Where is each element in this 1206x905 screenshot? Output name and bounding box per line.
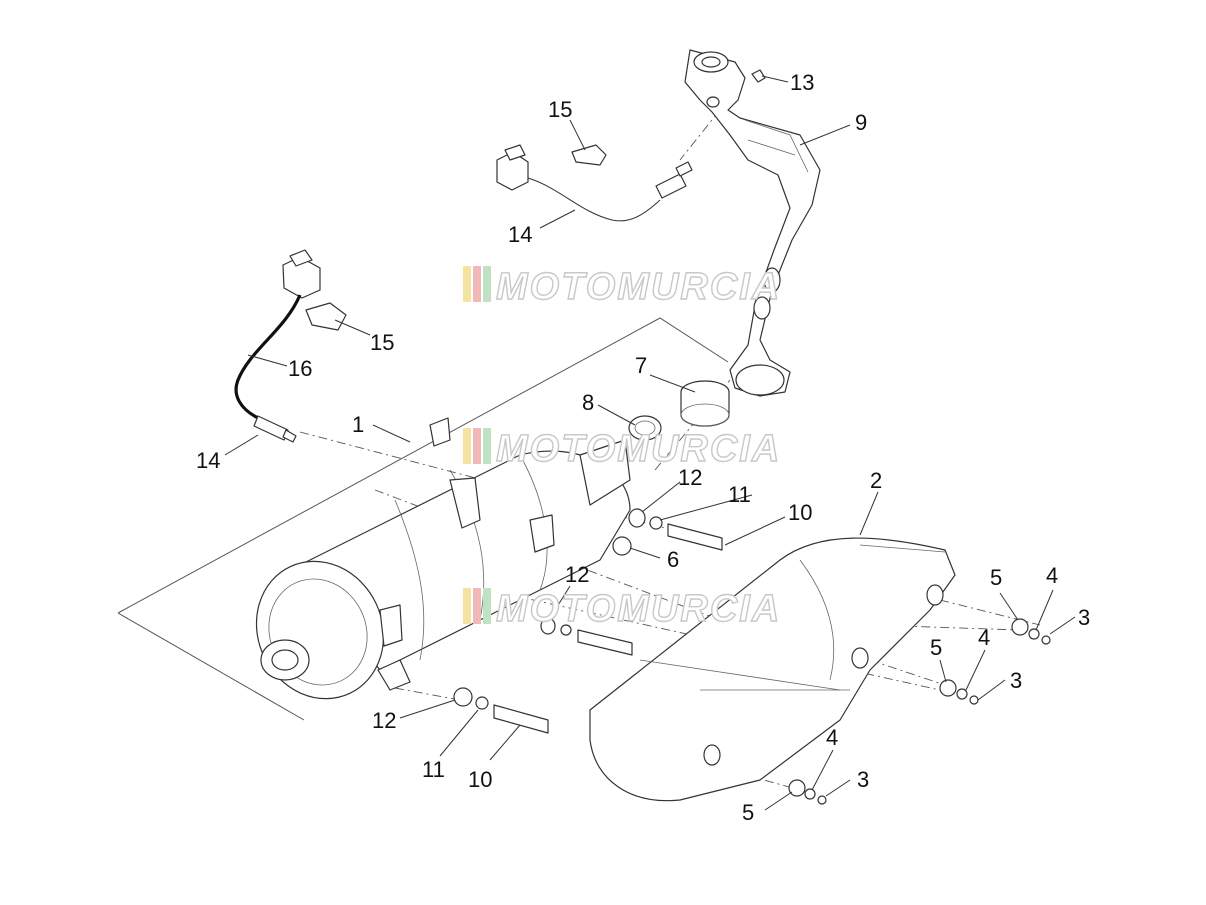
watermark-stripe <box>463 588 471 624</box>
heat-shield <box>589 537 956 802</box>
callout-3c: 3 <box>857 767 869 792</box>
callout-14b: 14 <box>196 448 220 473</box>
assembly-frame-bottom <box>117 612 305 721</box>
sealing-ring <box>680 380 730 427</box>
header-pipe <box>684 49 821 397</box>
callout-11b: 11 <box>422 757 445 782</box>
callout-3b: 3 <box>1010 668 1022 693</box>
callout-4a: 4 <box>1046 563 1058 588</box>
watermark-stripe <box>483 588 491 624</box>
watermark-stripe <box>473 588 481 624</box>
callout-1: 1 <box>352 412 364 437</box>
callout-5c: 5 <box>742 800 754 825</box>
callout-5b: 5 <box>930 635 942 660</box>
watermark-top: MOTOMURCIA <box>463 265 781 309</box>
callout-2: 2 <box>870 468 882 493</box>
callout-12a: 12 <box>678 465 702 490</box>
callout-5a: 5 <box>990 565 1002 590</box>
callout-4c: 4 <box>826 725 838 750</box>
callout-14a: 14 <box>508 222 532 247</box>
leader-lines <box>224 75 1076 811</box>
callout-15b: 15 <box>370 330 394 355</box>
nut-13 <box>751 69 766 83</box>
callout-16: 16 <box>288 356 312 381</box>
callout-12b: 12 <box>565 562 589 587</box>
watermark-stripe <box>463 266 471 302</box>
watermark-bottom: MOTOMURCIA <box>463 587 781 631</box>
watermark-middle: MOTOMURCIA <box>463 427 781 471</box>
callout-9: 9 <box>855 110 867 135</box>
clamp <box>628 415 662 441</box>
muffler <box>255 417 631 700</box>
watermark-text: MOTOMURCIA <box>496 428 781 470</box>
watermark-stripe <box>473 428 481 464</box>
fasteners <box>453 508 1051 805</box>
watermark-stripe <box>473 266 481 302</box>
assembly-frame <box>117 317 729 614</box>
callout-3a: 3 <box>1078 605 1090 630</box>
callout-10a: 10 <box>788 500 812 525</box>
watermark-text: MOTOMURCIA <box>496 266 781 308</box>
callout-13: 13 <box>790 70 814 95</box>
watermark-stripe <box>483 428 491 464</box>
callout-11a: 11 <box>728 482 751 507</box>
lambda-sensor-upper <box>496 144 693 222</box>
callout-15a: 15 <box>548 97 572 122</box>
callout-7: 7 <box>635 353 647 378</box>
clip-upper <box>571 144 607 166</box>
callout-12c: 12 <box>372 708 396 733</box>
watermark-text: MOTOMURCIA <box>496 588 781 630</box>
callout-4b: 4 <box>978 625 990 650</box>
callout-6: 6 <box>667 547 679 572</box>
lambda-sensor-lower <box>234 249 321 443</box>
callouts: 1 2 3 3 3 4 4 4 5 5 5 6 7 8 9 10 10 11 1… <box>196 70 1090 825</box>
callout-10b: 10 <box>468 767 492 792</box>
watermark-stripe <box>483 266 491 302</box>
watermark-stripe <box>463 428 471 464</box>
clip-lower <box>305 302 347 331</box>
callout-8: 8 <box>582 390 594 415</box>
